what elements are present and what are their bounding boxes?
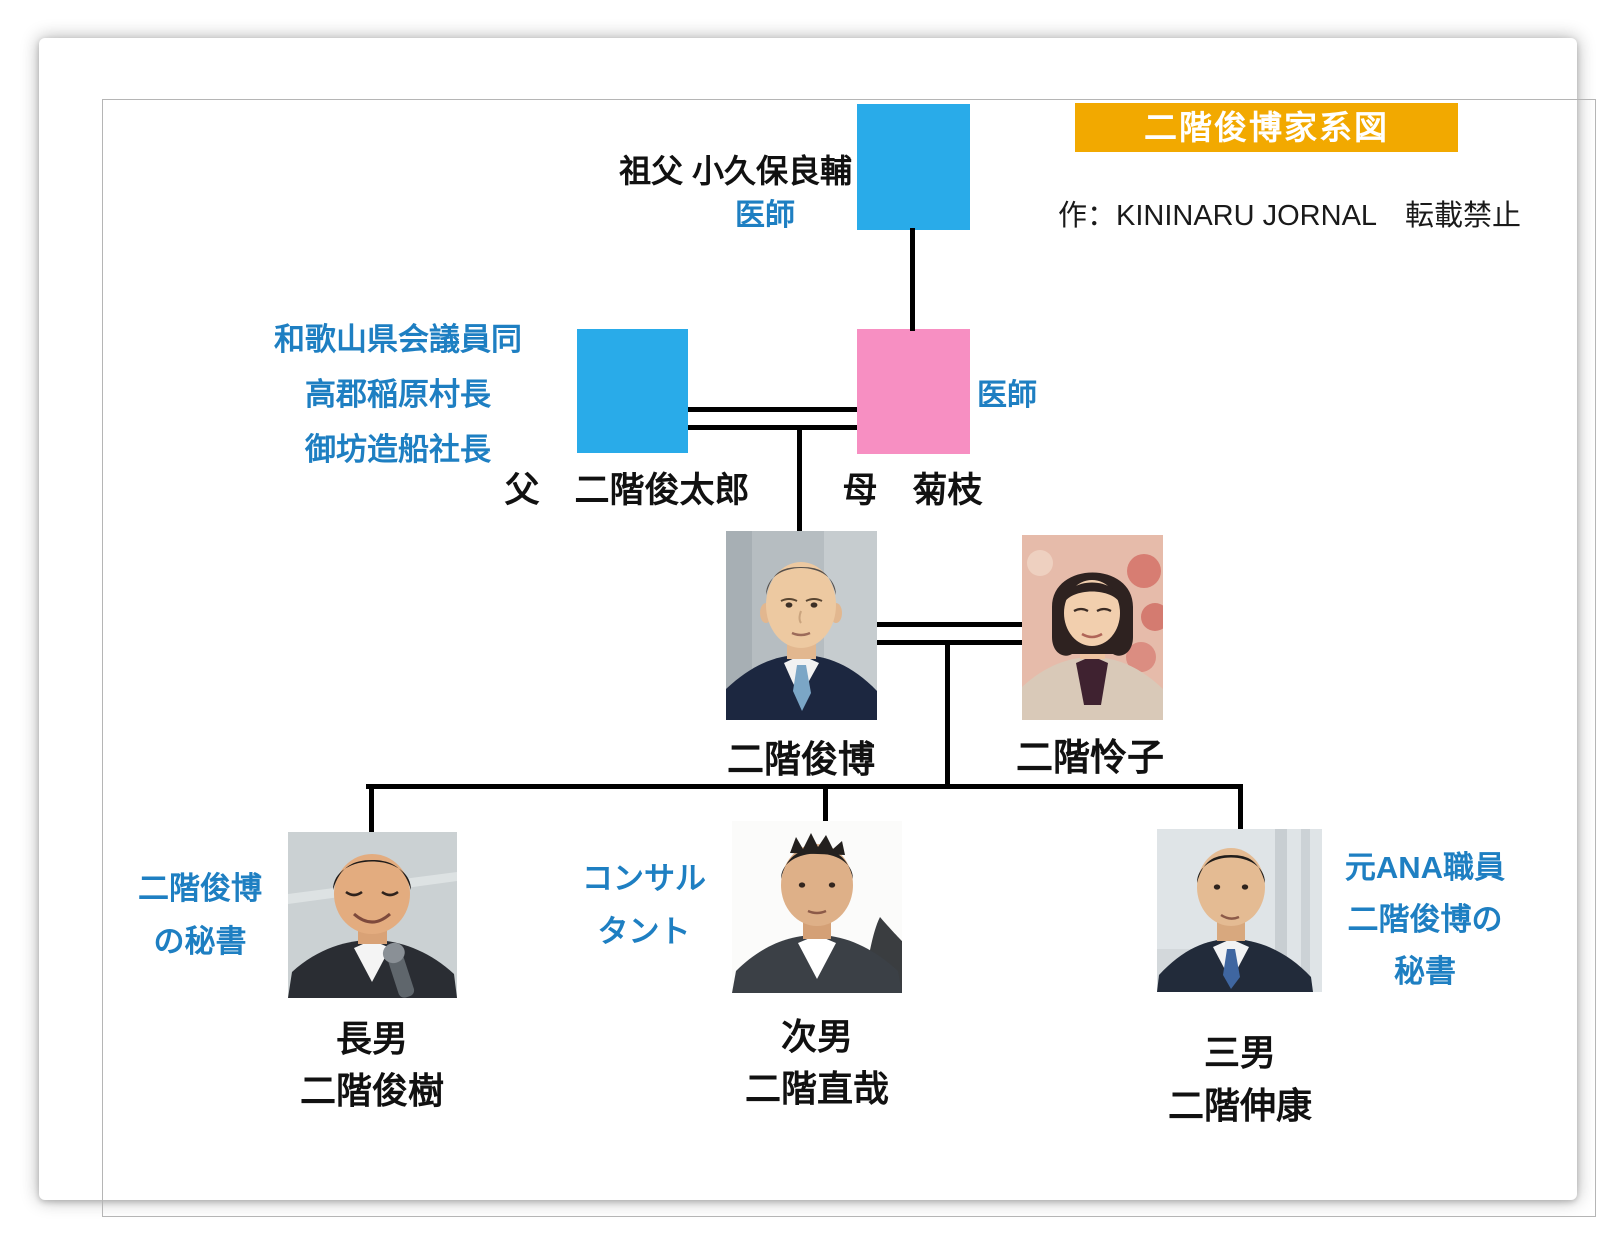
title-banner: 二階俊博家系図 — [1075, 103, 1458, 152]
note-line: の秘書 — [153, 924, 247, 959]
note-line: 元ANA職員 — [1344, 850, 1506, 885]
photo-nikai-naoya — [732, 821, 902, 993]
inner-frame — [102, 99, 1596, 1217]
note-line: 秘書 — [1394, 954, 1456, 989]
drop-line-first-son — [369, 784, 374, 834]
father-title-line: 御坊造船社長 — [305, 432, 491, 467]
third-son-note: 元ANA職員 二階俊博の 秘書 — [1330, 842, 1520, 998]
drop-line-second-son — [823, 784, 828, 824]
grandfather-box — [857, 104, 970, 230]
father-title-line: 高郡稲原村長 — [305, 377, 491, 412]
mother-label: 母 菊枝 — [842, 471, 983, 510]
third-son-name: 二階伸康 — [1167, 1085, 1312, 1126]
descent-line-grandfather-mother — [910, 228, 915, 331]
second-son-birth-order: 次男 — [780, 1016, 853, 1057]
third-son-birth-order: 三男 — [1203, 1032, 1276, 1073]
father-titles: 和歌山県会議員同 高郡稲原村長 御坊造船社長 — [228, 312, 568, 477]
wife-name: 二階怜子 — [1016, 737, 1164, 778]
marriage-line-parents-lower — [688, 425, 857, 430]
photo-nikai-shunki — [288, 832, 457, 998]
marriage-line-parents-upper — [688, 407, 857, 412]
marriage-line-couple-upper — [877, 622, 1022, 627]
first-son-name: 二階俊樹 — [299, 1070, 444, 1111]
note-line: タント — [597, 914, 691, 949]
father-label: 父 二階俊太郎 — [504, 471, 750, 510]
note-line: コンサル — [582, 861, 706, 896]
descent-line-parents-subject — [797, 427, 802, 533]
photo-nikai-toshihiro — [726, 531, 877, 720]
father-box — [577, 329, 688, 453]
second-son-name: 二階直哉 — [744, 1068, 889, 1109]
note-line: 二階俊博 — [138, 871, 262, 906]
mother-box — [857, 329, 970, 454]
photo-nikai-reiko — [1022, 535, 1163, 720]
second-son-note: コンサル タント — [549, 852, 739, 958]
drop-line-third-son — [1238, 784, 1243, 831]
mother-occupation: 医師 — [977, 379, 1037, 412]
first-son-birth-order: 長男 — [335, 1018, 408, 1059]
grandfather-occupation: 医師 — [735, 199, 795, 232]
note-line: 二階俊博の — [1347, 902, 1503, 937]
grandfather-name: 祖父 小久保良輔 — [619, 153, 852, 189]
descent-line-couple-rail — [945, 642, 950, 788]
father-title-line: 和歌山県会議員同 — [274, 322, 522, 357]
subject-name: 二階俊博 — [727, 739, 875, 780]
sibling-rail — [366, 784, 1243, 789]
attribution-text: 作：KININARU JORNAL 転載禁止 — [1058, 200, 1521, 232]
first-son-note: 二階俊博 の秘書 — [105, 862, 295, 968]
photo-nikai-nobuyasu — [1157, 829, 1322, 992]
